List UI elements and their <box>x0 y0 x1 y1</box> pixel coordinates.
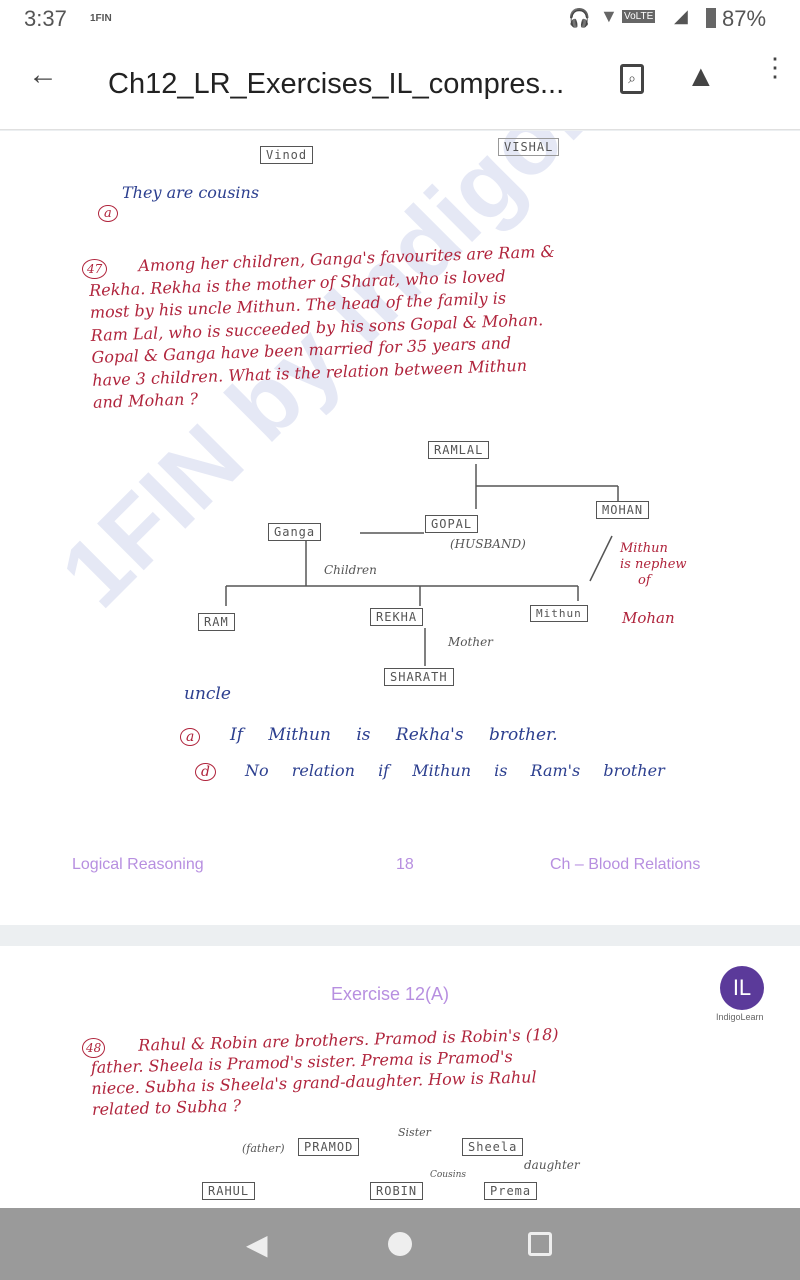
tree-node-vishal: VISHAL <box>498 138 560 156</box>
tree-node-ramlal: RAMLAL <box>428 441 490 459</box>
signal-icon: ◢ <box>674 6 688 26</box>
sister-label: Sister <box>398 1126 431 1139</box>
footer-subject: Logical Reasoning <box>72 856 204 873</box>
status-bar: 3:37 1FIN 🎧 ▼ VoLTE ◢ 87% <box>0 0 800 40</box>
battery-icon <box>706 8 716 28</box>
cousins-text: They are cousins <box>122 183 260 202</box>
answer-text-a: If Mithun is Rekha's brother. <box>230 725 558 745</box>
document-title: Ch12_LR_Exercises_IL_compres... <box>108 68 565 100</box>
tree-node-ram: RAM <box>198 613 235 631</box>
question-number: 48 <box>82 1038 106 1058</box>
tree-node-robin: ROBIN <box>370 1182 424 1200</box>
footer-chapter: Ch – Blood Relations <box>550 856 701 873</box>
nav-home-button[interactable] <box>388 1232 412 1256</box>
children-label: Children <box>324 563 377 577</box>
nephew-note: Mithun is nephew of <box>620 541 687 588</box>
cousins-label: Cousins <box>430 1170 467 1180</box>
toolbar: ← Ch12_LR_Exercises_IL_compres... ⌕ ▲ ⋮ <box>0 40 800 130</box>
more-options-button[interactable]: ⋮ <box>762 52 788 82</box>
nav-recents-button[interactable] <box>528 1232 552 1256</box>
headphones-icon: 🎧 <box>568 8 591 28</box>
footer-page-number: 18 <box>396 856 414 873</box>
tree-node-sheela: Sheela <box>462 1138 524 1156</box>
add-to-drive-button[interactable]: ▲ <box>686 60 716 93</box>
battery-level: 87% <box>722 6 767 31</box>
status-time: 3:37 <box>24 6 67 31</box>
tree-node-rekha: REKHA <box>370 608 424 626</box>
question-text: Rahul & Robin are brothers. Pramod is Ro… <box>90 1024 559 1119</box>
mohan-label: Mohan <box>622 609 675 627</box>
uncle-label: uncle <box>184 684 231 704</box>
tree-node-mohan: MOHAN <box>596 501 650 519</box>
answer-option-a: a <box>180 728 201 746</box>
tree-node-gopal: GOPAL <box>425 515 479 533</box>
cousins-option: a <box>98 205 118 222</box>
wifi-icon: ▼ <box>600 6 618 26</box>
notification-icon: 1FIN <box>90 13 112 24</box>
tree-node-mithun: Mithun <box>530 605 588 622</box>
family-tree-lines <box>225 464 619 666</box>
volte-badge: VoLTE <box>622 10 656 23</box>
pdf-page-18: 1FIN by IndigoLearn Vinod VISHAL They ar… <box>0 131 800 925</box>
tree-node-sharath: SHARATH <box>384 668 454 686</box>
tree-node-prema: Prema <box>484 1182 538 1200</box>
nav-back-button[interactable]: ◀ <box>246 1229 268 1260</box>
find-in-document-button[interactable]: ⌕ <box>620 64 644 94</box>
answer-option-d: d <box>195 763 216 781</box>
father-label: (father) <box>242 1142 285 1155</box>
husband-label: (HUSBAND) <box>450 537 526 551</box>
daughter-label: daughter <box>524 1158 580 1172</box>
tree-node-vinod: Vinod <box>260 146 314 164</box>
exercise-heading: Exercise 12(A) <box>331 984 450 1004</box>
answer-text-d: No relation if Mithun is Ram's brother <box>245 761 665 780</box>
tree-node-pramod: PRAMOD <box>298 1138 360 1156</box>
indigolearn-logo: IL <box>720 966 764 1010</box>
back-button[interactable]: ← <box>28 58 58 91</box>
mother-label: Mother <box>448 635 493 649</box>
question-number: 47 <box>82 259 108 279</box>
logo-caption: IndigoLearn <box>716 1012 764 1022</box>
navigation-bar: ◀ <box>0 1208 800 1280</box>
tree-node-ganga: Ganga <box>268 523 322 541</box>
tree-node-rahul: RAHUL <box>202 1182 256 1200</box>
